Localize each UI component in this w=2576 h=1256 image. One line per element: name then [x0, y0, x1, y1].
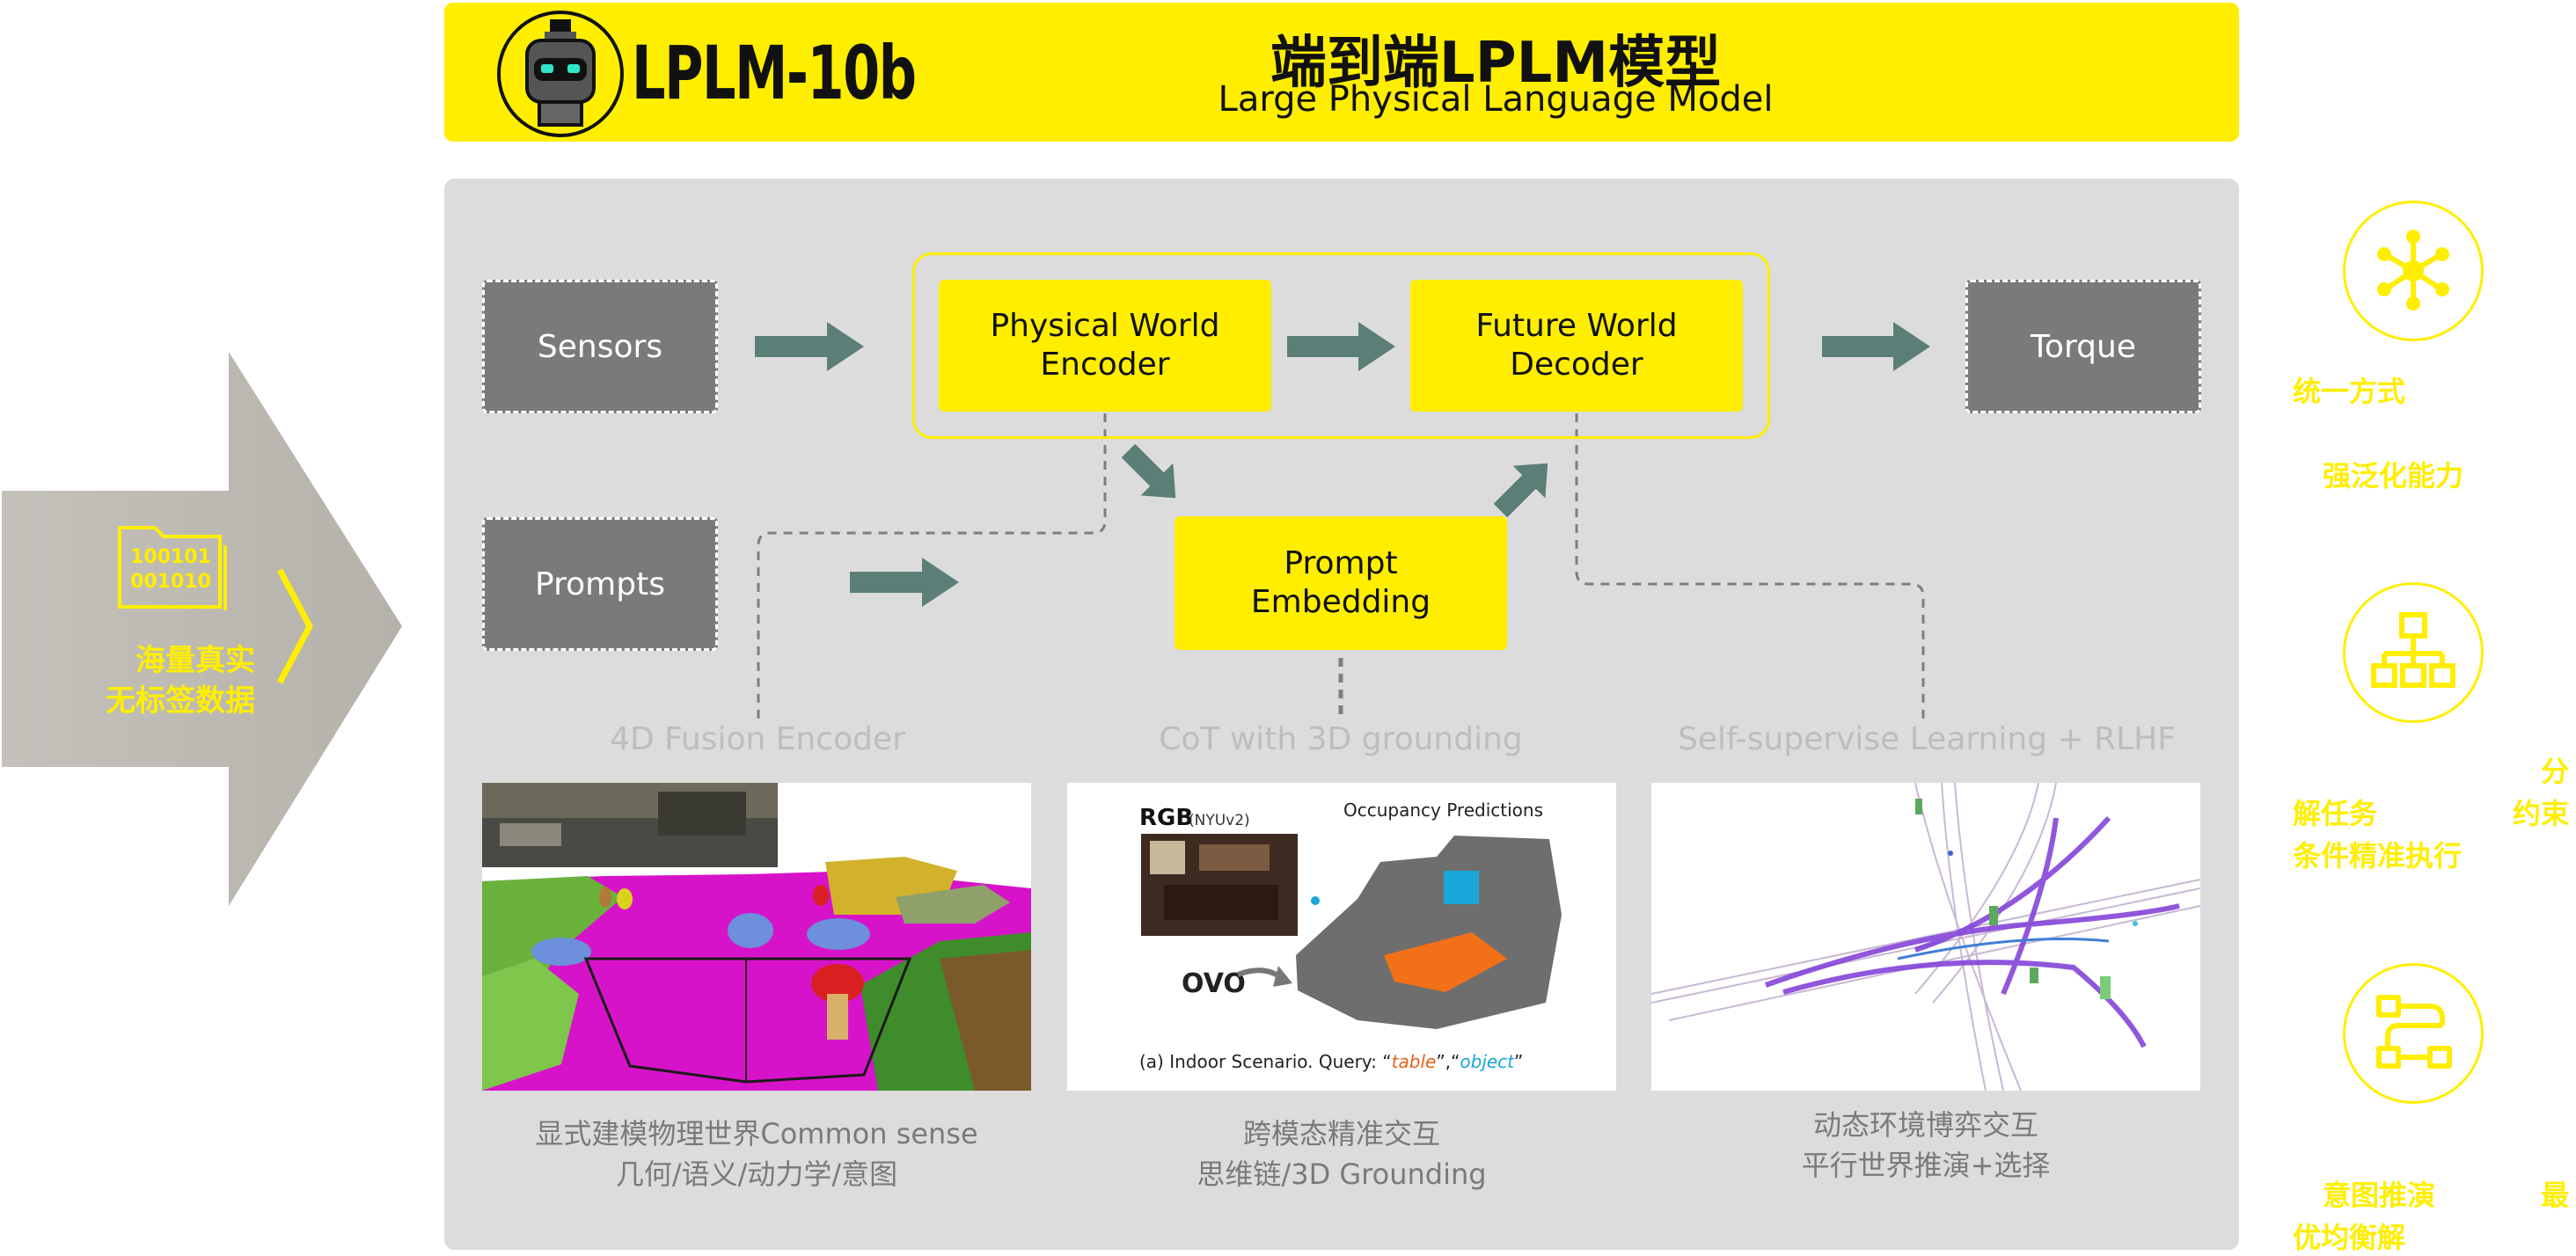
binary-line-1: 100101 — [130, 546, 211, 568]
network-hub-icon — [2343, 201, 2484, 341]
decoder-label-line-2: Decoder — [1510, 347, 1643, 383]
feature-2-text-a: 分 — [2541, 755, 2570, 788]
rgb-sublabel: (NYUv2) — [1189, 812, 1250, 829]
encoder-decoder-group — [912, 252, 1770, 439]
occupancy-title: Occupancy Predictions — [1343, 800, 1543, 821]
arrow-encoder-embedding — [1121, 443, 1176, 499]
sensors-label: Sensors — [537, 328, 663, 365]
caption-2-line-2: 思维链/3D Grounding — [1197, 1157, 1487, 1191]
occupancy-caption: (a) Indoor Scenario. Query: “table”,“obj… — [1139, 1051, 1523, 1072]
stage-label-fusion-encoder: 4D Fusion Encoder — [610, 721, 905, 757]
arrow-decoder-torque — [1822, 322, 1930, 371]
stage-label-self-supervise: Self-supervise Learning + RLHF — [1678, 721, 2176, 757]
hierarchy-tree-icon — [2343, 582, 2484, 723]
encoder-label-line-1: Physical World — [990, 308, 1220, 344]
workflow-path-icon — [2343, 963, 2484, 1104]
caption-cot-grounding: 跨模态精准交互 思维链/3D Grounding — [1067, 1114, 1616, 1194]
input-label-line-1: 海量真实 — [135, 643, 255, 678]
embedding-label-line-2: Embedding — [1250, 584, 1431, 620]
torque-label: Torque — [2031, 328, 2136, 365]
decoder-label-line-1: Future World — [1475, 308, 1678, 344]
page-subtitle: Large Physical Language Model — [1218, 79, 1774, 120]
caption-3-line-2: 平行世界推演+选择 — [1801, 1149, 2051, 1182]
input-data-arrow — [2, 352, 402, 906]
feature-1-text-b: 强泛化能力 — [2323, 459, 2464, 493]
feature-2-text-c: 约束 — [2513, 797, 2570, 830]
dashed-decoder-stage3 — [1575, 413, 1925, 719]
caption-self-supervise: 动态环境博弈交互 平行世界推演+选择 — [1651, 1105, 2200, 1186]
feature-3-text-c: 优均衡解 — [2293, 1221, 2406, 1254]
dashed-encoder-stage1 — [757, 413, 1107, 719]
caption-1-line-2: 几何/语义/动力学/意图 — [615, 1157, 898, 1191]
caption-fusion-encoder: 显式建模物理世界Common sense 几何/语义/动力学/意图 — [482, 1114, 1031, 1194]
sensors-box: Sensors — [482, 280, 718, 413]
physical-world-encoder-box: Physical World Encoder — [939, 280, 1271, 412]
caption-3-line-1: 动态环境博弈交互 — [1812, 1108, 2038, 1142]
encoder-label-line-2: Encoder — [1040, 347, 1170, 383]
caption-2-line-1: 跨模态精准交互 — [1242, 1117, 1440, 1150]
future-world-decoder-box: Future World Decoder — [1410, 280, 1743, 412]
feature-3-text-b: 最 — [2541, 1179, 2570, 1212]
trajectory-prediction-image — [1651, 783, 2200, 1091]
feature-1-text-a: 统一方式 — [2293, 375, 2406, 408]
arrow-embedding-decoder — [1493, 463, 1548, 518]
prompt-embedding-box: Prompt Embedding — [1175, 516, 1507, 650]
binary-folder-icon: 100101 001010 — [118, 526, 227, 610]
input-label-line-2: 无标签数据 — [106, 683, 255, 719]
page-title: 端到端LPLM模型 — [1270, 31, 1722, 96]
embedding-label-line-1: Prompt — [1284, 545, 1398, 581]
robot-logo-icon — [497, 11, 624, 137]
arrow-prompts-embedding — [850, 558, 959, 607]
logo-text: LPLM-10b — [632, 30, 917, 116]
arrow-encoder-decoder — [1287, 322, 1395, 371]
input-data-label: 海量真实 无标签数据 — [35, 640, 255, 721]
arrow-sensors-encoder — [755, 322, 864, 371]
feature-2-text-b: 解任务 — [2293, 797, 2378, 830]
occupancy-predictions-image: RGB (NYUv2) Occupancy Predictions OVO (a… — [1067, 783, 1616, 1091]
ovo-label: OVO — [1182, 968, 1246, 999]
caption-1-line-1: 显式建模物理世界Common sense — [535, 1117, 978, 1150]
torque-box: Torque — [1965, 280, 2201, 413]
binary-line-2: 001010 — [130, 571, 211, 593]
prompts-box: Prompts — [482, 517, 718, 651]
stage-label-cot-grounding: CoT with 3D grounding — [1159, 721, 1523, 757]
voxel-scene-image — [482, 783, 1031, 1091]
feature-3-text-a: 意图推演 — [2323, 1179, 2436, 1212]
prompts-label: Prompts — [535, 566, 665, 602]
header-banner — [444, 3, 2239, 142]
feature-2-text-d: 条件精准执行 — [2293, 839, 2463, 873]
rgb-label: RGB — [1139, 805, 1193, 831]
